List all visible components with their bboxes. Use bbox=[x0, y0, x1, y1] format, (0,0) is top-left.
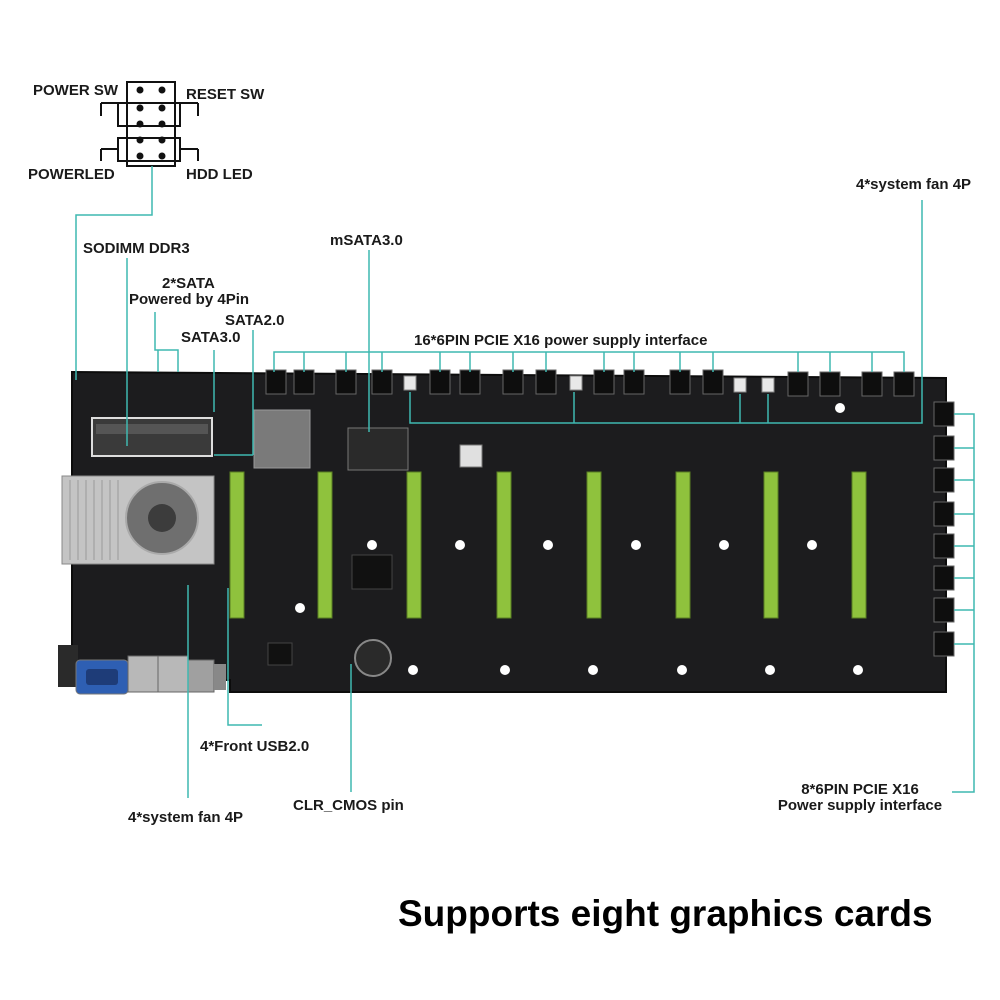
pcie-power-top bbox=[265, 369, 915, 397]
pcie-slot bbox=[851, 471, 867, 619]
chip bbox=[351, 554, 393, 590]
msata-slot bbox=[347, 427, 409, 471]
sys-fan-left-label: 4*system fan 4P bbox=[128, 809, 244, 826]
sata-4pin-label-line1: 2*SATA bbox=[162, 275, 215, 292]
header-pins bbox=[136, 86, 166, 160]
usb-port bbox=[157, 655, 189, 693]
sata-4pin-label-line2: Powered by 4Pin bbox=[129, 291, 250, 308]
qr-label bbox=[459, 444, 483, 468]
pcie-slot bbox=[317, 471, 333, 619]
small-headers bbox=[403, 375, 775, 393]
sata2-label: SATA2.0 bbox=[225, 312, 285, 329]
cmos-battery bbox=[354, 639, 392, 677]
pcie8-label-line1: 8*6PIN PCIE X16 bbox=[801, 781, 919, 798]
lan-port bbox=[187, 659, 215, 693]
powerled-label: POWERLED bbox=[28, 166, 115, 183]
leader-lines bbox=[75, 166, 975, 798]
chip bbox=[267, 642, 293, 666]
hdd-led-label: HDD LED bbox=[186, 166, 253, 183]
sodimm-slot bbox=[91, 417, 213, 457]
io-bracket bbox=[58, 645, 78, 687]
usb-port bbox=[127, 655, 159, 693]
front-panel-header bbox=[100, 81, 199, 167]
sata3-label: SATA3.0 bbox=[181, 329, 241, 346]
tagline: Supports eight graphics cards bbox=[398, 893, 933, 934]
standoffs bbox=[295, 403, 863, 675]
pcie-power-right bbox=[933, 401, 955, 657]
msata-label: mSATA3.0 bbox=[330, 232, 403, 249]
front-usb-label: 4*Front USB2.0 bbox=[200, 738, 310, 755]
sys-fan-right-label: 4*system fan 4P bbox=[856, 176, 972, 193]
pcie-slot bbox=[406, 471, 422, 619]
clr-cmos-label: CLR_CMOS pin bbox=[293, 797, 404, 814]
reset-sw-label: RESET SW bbox=[186, 86, 265, 103]
header-outline bbox=[126, 81, 176, 167]
power-sw-label: POWER SW bbox=[33, 82, 118, 99]
pcie-slot bbox=[586, 471, 602, 619]
header-top-bracket bbox=[117, 102, 181, 127]
pcie8-label-line2: Power supply interface bbox=[777, 797, 943, 814]
pcie-slot bbox=[675, 471, 691, 619]
chipset-heatsink bbox=[253, 409, 311, 469]
pcie16-label: 16*6PIN PCIE X16 power supply interface bbox=[414, 332, 708, 349]
pcie-slot bbox=[496, 471, 512, 619]
pcie-slot bbox=[763, 471, 779, 619]
pcie-slot bbox=[229, 471, 245, 619]
pcie-slots bbox=[229, 471, 867, 619]
sodimm-label: SODIMM DDR3 bbox=[83, 240, 190, 257]
